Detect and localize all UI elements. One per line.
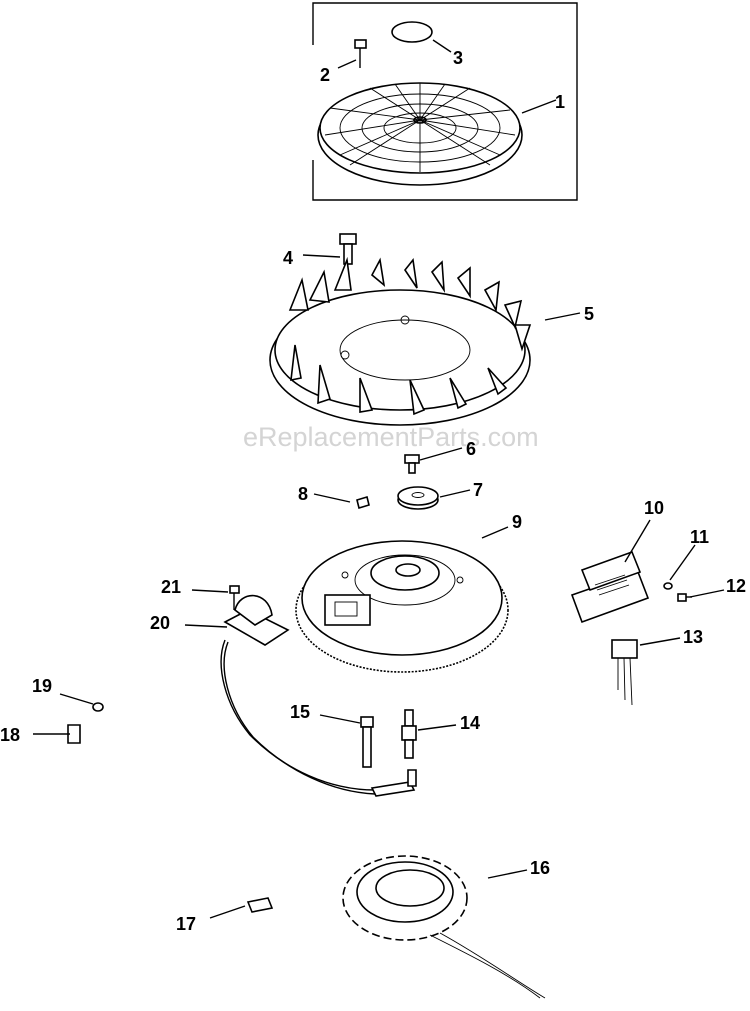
callout-14: 14 [460,713,480,733]
part-2-screw[interactable] [354,39,367,68]
callout-20: 20 [150,613,170,633]
callout-16: 16 [530,858,550,878]
callout-10: 10 [644,498,664,518]
part-16-stator[interactable] [342,855,546,999]
callout-15: 15 [290,702,310,722]
part-21-screw[interactable] [229,585,240,610]
part-1-grass-screen[interactable] [317,82,523,186]
part-20-ignition-module[interactable] [220,594,417,797]
callout-6: 6 [466,439,476,459]
part-14-spark-plug[interactable] [401,709,417,759]
part-10-rectifier[interactable] [570,550,650,624]
callout-8: 8 [298,484,308,504]
callout-13: 13 [683,627,703,647]
callout-5: 5 [584,304,594,324]
watermark-text: eReplacementParts.com [243,422,539,452]
part-7-washer[interactable] [397,486,439,510]
callout-7: 7 [473,480,483,500]
part-5-fan[interactable] [269,256,532,426]
callout-11: 11 [690,527,709,547]
callout-9: 9 [512,512,522,532]
callout-2: 2 [320,65,330,85]
part-9-flywheel[interactable] [295,540,509,673]
callout-4: 4 [283,248,293,268]
part-13-connector[interactable] [611,639,638,706]
part-1-group-box [312,2,578,201]
part-6-screw[interactable] [404,454,420,474]
callout-3: 3 [453,48,463,68]
part-17-clip[interactable] [246,897,274,913]
part-18-bracket[interactable] [67,724,81,744]
leader-lines [33,39,725,919]
part-8-key[interactable] [356,495,370,510]
callout-21: 21 [161,577,181,597]
part-4-screw[interactable] [339,233,357,265]
callout-18: 18 [0,725,20,745]
part-19-nut[interactable] [92,702,104,712]
callout-17: 17 [176,914,196,934]
part-3-decal[interactable] [391,21,433,43]
callout-1: 1 [555,92,565,112]
part-15-bolt[interactable] [360,716,374,768]
part-12-screw[interactable] [677,593,692,602]
callout-19: 19 [32,676,52,696]
part-11-lock-washer[interactable] [663,582,673,590]
callout-labels: 1 2 3 4 5 6 7 8 9 10 11 12 13 14 15 16 1… [0,48,746,934]
callout-12: 12 [726,576,746,596]
